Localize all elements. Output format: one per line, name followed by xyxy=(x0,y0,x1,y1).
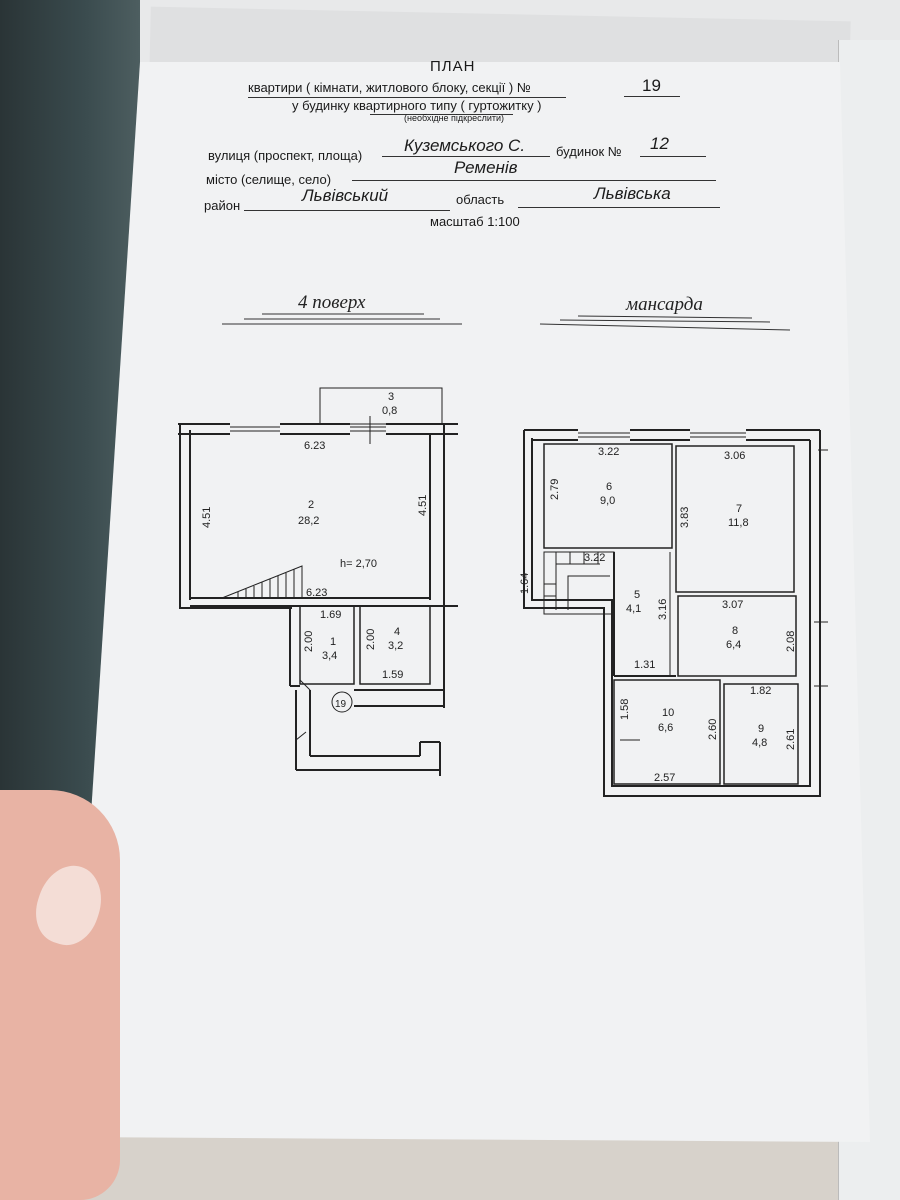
r10-num: 10 xyxy=(662,707,674,719)
stair-h: 1.64 xyxy=(519,573,531,594)
floor4-title-rule xyxy=(222,313,462,325)
apartment-line: квартири ( кімнати, житлового блоку, сек… xyxy=(248,80,531,95)
r9-w: 1.82 xyxy=(750,685,771,697)
city-value: Ременів xyxy=(454,158,518,177)
hand xyxy=(0,790,120,1200)
f4-balcony-num: 3 xyxy=(388,391,394,403)
apartment-circle-label: 19 xyxy=(335,699,347,710)
floor4-title: 4 поверх xyxy=(298,292,366,313)
room-height: h= 2,70 xyxy=(340,558,377,570)
r9-h: 2.61 xyxy=(785,729,797,750)
r7-h: 3.83 xyxy=(679,507,691,528)
floor4-plan xyxy=(178,387,458,776)
building-type-line: у будинку квартирного типу ( гуртожитку … xyxy=(292,98,542,113)
r6-num: 6 xyxy=(606,481,612,493)
region-value: Львівська xyxy=(594,184,671,203)
r5-num: 5 xyxy=(634,589,640,601)
f4-left-h: 4.51 xyxy=(201,507,213,528)
f4-right-h: 4.51 xyxy=(417,495,429,516)
room1-num: 1 xyxy=(330,636,336,648)
room4-h: 2.00 xyxy=(365,629,377,650)
district-label: район xyxy=(204,198,241,213)
r7-area: 11,8 xyxy=(728,517,749,529)
plan-title: ПЛАН xyxy=(430,58,476,75)
district-value: Львівський xyxy=(302,186,389,205)
apartment-number: 19 xyxy=(642,76,661,95)
r5-area: 4,1 xyxy=(626,603,641,615)
r5-w: 1.31 xyxy=(634,659,655,671)
r7-w: 3.06 xyxy=(724,450,745,462)
underline xyxy=(352,180,716,181)
r8-w: 3.07 xyxy=(722,599,743,611)
f4-width-top: 6.23 xyxy=(304,440,325,452)
f4-corridor-w: 1.69 xyxy=(320,609,341,621)
r9-area: 4,8 xyxy=(752,737,767,749)
r5-h: 3.16 xyxy=(657,599,669,620)
r8-num: 8 xyxy=(732,625,738,637)
underline xyxy=(370,114,513,115)
building-type-note: (необхідне підкреслити) xyxy=(404,113,505,123)
room2-num: 2 xyxy=(308,499,314,511)
attic-title: мансарда xyxy=(626,294,703,315)
r6-w: 3.22 xyxy=(598,446,619,458)
region-label: область xyxy=(456,192,505,207)
room2-area: 28,2 xyxy=(298,515,319,527)
document-sheet xyxy=(70,62,870,1142)
r6-h: 2.79 xyxy=(549,479,561,500)
underline xyxy=(248,97,566,98)
attic-plan xyxy=(523,429,828,797)
r8-area: 6,4 xyxy=(726,639,741,651)
r10-h: 1.58 xyxy=(619,699,631,720)
room4-w: 1.59 xyxy=(382,669,403,681)
r8-h: 2.08 xyxy=(785,631,797,652)
r10-area: 6,6 xyxy=(658,722,673,734)
underline xyxy=(624,96,680,97)
f4-width-bottom: 6.23 xyxy=(306,587,327,599)
r7-num: 7 xyxy=(736,503,742,515)
scale: масштаб 1:100 xyxy=(430,214,520,229)
r6-area: 9,0 xyxy=(600,495,615,507)
room4-num: 4 xyxy=(394,626,400,638)
r10-w: 2.57 xyxy=(654,772,675,784)
street-value: Куземського С. xyxy=(404,136,526,155)
room4-area: 3,2 xyxy=(388,640,403,652)
stair-w: 3.22 xyxy=(584,552,605,564)
room1-area: 3,4 xyxy=(322,650,337,662)
r10-h2: 2.60 xyxy=(707,719,719,740)
underline xyxy=(382,156,550,157)
building-label: будинок № xyxy=(556,144,622,159)
city-label: місто (селище, село) xyxy=(206,172,332,187)
f4-balcony-area: 0,8 xyxy=(382,405,397,417)
building-value: 12 xyxy=(650,134,669,153)
underline xyxy=(518,207,720,208)
underline xyxy=(244,210,450,211)
underline xyxy=(640,156,706,157)
room1-h: 2.00 xyxy=(303,631,315,652)
street-label: вулиця (проспект, площа) xyxy=(208,148,363,163)
attic-title-rule xyxy=(539,315,791,331)
apartment-circle xyxy=(331,691,353,713)
r9-num: 9 xyxy=(758,723,764,735)
